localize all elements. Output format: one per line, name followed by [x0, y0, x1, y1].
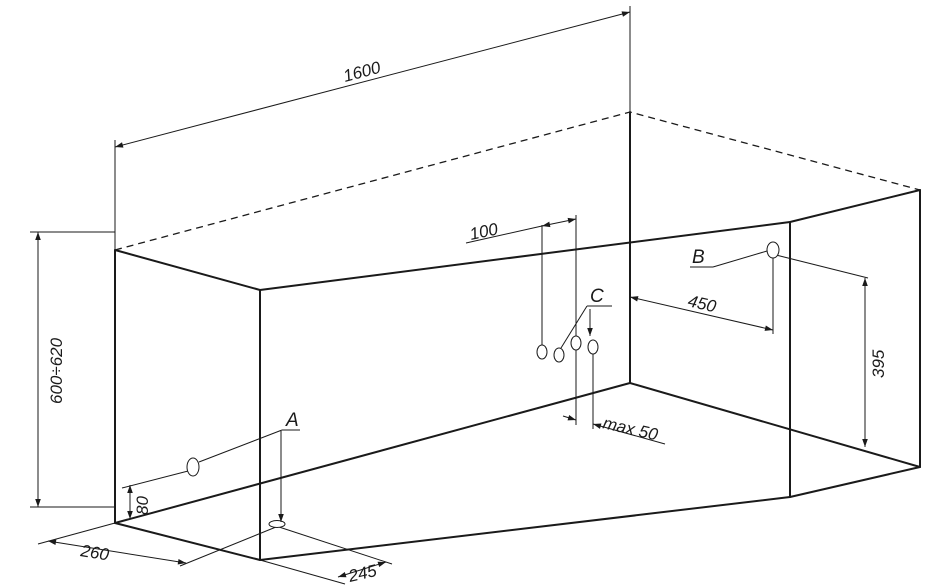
outlet-c-3: [570, 335, 582, 351]
outlet-a-wall: [186, 457, 200, 477]
dimension-height: 600÷620: [30, 231, 115, 508]
dimension-length: 1600: [114, 6, 631, 250]
outlet-c-2: [553, 347, 565, 363]
dimension-a-offset-floor: 245: [259, 525, 393, 586]
dimension-a-offset-left: 260: [37, 522, 277, 567]
hidden-top-edges: [114, 111, 921, 251]
dimension-b-offset: 450: [629, 254, 774, 334]
point-c-label: C: [590, 286, 604, 307]
outlet-c-4: [587, 339, 599, 355]
point-c: C: [536, 286, 612, 363]
point-b-label: B: [692, 247, 705, 268]
dimension-b-height: 395: [775, 254, 888, 447]
bathtub-outline: [114, 111, 921, 561]
point-b: B: [690, 241, 780, 268]
b-height-label: 395: [869, 349, 888, 378]
a-offset-left-label: 260: [78, 541, 111, 564]
c-max-label: max 50: [601, 413, 660, 444]
point-a-label: A: [285, 410, 299, 431]
c-spacing-label: 100: [468, 219, 500, 244]
drain-a-floor: [268, 520, 286, 528]
dimension-c-max: max 50: [562, 343, 666, 445]
b-offset-label: 450: [686, 291, 718, 316]
point-a: A: [186, 410, 300, 528]
a-offset-floor-label: 245: [346, 561, 379, 586]
dimension-c-spacing: 100: [465, 215, 577, 352]
dimension-a-height: 80: [121, 469, 193, 519]
outlet-c-1: [536, 344, 548, 360]
length-label: 1600: [341, 58, 383, 86]
height-label: 600÷620: [47, 337, 66, 404]
a-height-label: 80: [133, 496, 152, 515]
outlet-b: [766, 241, 780, 259]
